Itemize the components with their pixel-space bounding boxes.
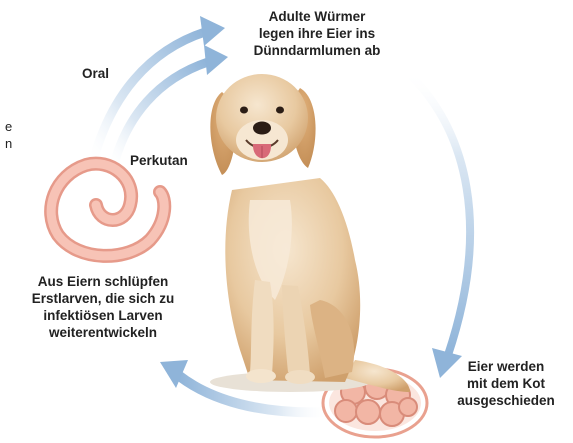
label-eggs-line-3: ausgeschieden [440,392,572,409]
label-adult-worms: Adulte Würmer legen ihre Eier ins Dünnda… [232,8,402,59]
label-eggs-line-2: mit dem Kot [440,375,572,392]
label-cut-off-line-2: n [5,135,12,152]
label-oral: Oral [82,65,109,82]
label-eggs: Eier werden mit dem Kot ausgeschieden [440,358,572,409]
label-larvae: Aus Eiern schlüpfen Erstlarven, die sich… [8,273,198,341]
larva-spiral-icon [51,164,164,256]
label-adult-line-3: Dünndarmlumen ab [232,42,402,59]
arrow-excretion [405,70,470,378]
label-larvae-line-3: infektiösen Larven [8,307,198,324]
label-cut-off-line-1: e [5,118,12,135]
label-larvae-line-4: weiterentwickeln [8,324,198,341]
label-perkutan: Perkutan [130,152,188,169]
label-larvae-line-1: Aus Eiern schlüpfen [8,273,198,290]
label-adult-line-1: Adulte Würmer [232,8,402,25]
label-eggs-line-1: Eier werden [440,358,572,375]
golden-retriever-image [210,74,410,392]
label-cut-off: e n [5,118,12,152]
label-larvae-line-2: Erstlarven, die sich zu [8,290,198,307]
label-adult-line-2: legen ihre Eier ins [232,25,402,42]
